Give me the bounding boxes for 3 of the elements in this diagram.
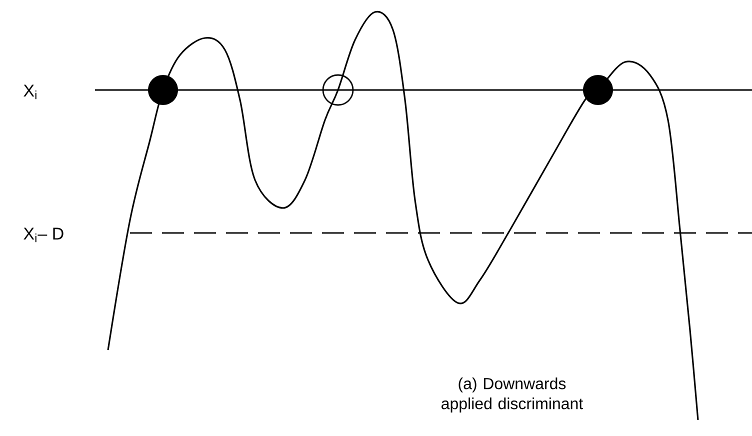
caption: (a) Downwards applied discriminant <box>442 378 583 412</box>
axis-label: X$_{i}$– D <box>24 228 64 242</box>
axis-label: X$_{i}$ <box>24 84 36 100</box>
